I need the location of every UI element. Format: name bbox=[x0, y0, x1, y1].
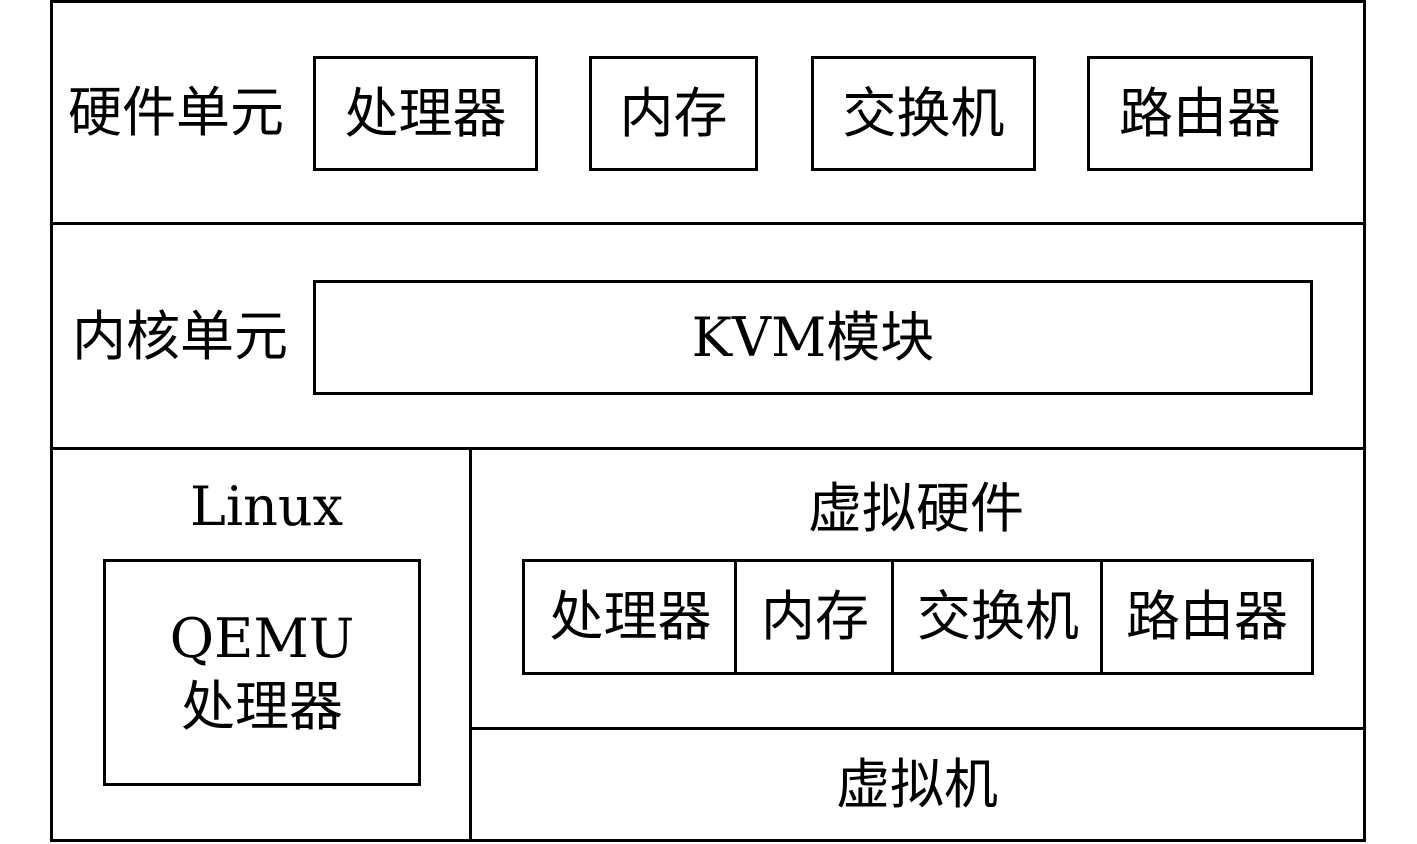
virtual-memory-cell: 内存 bbox=[734, 562, 893, 672]
hardware-switch-label: 交换机 bbox=[842, 81, 1005, 145]
hardware-memory-label: 内存 bbox=[619, 81, 728, 145]
hardware-unit-label: 硬件单元 bbox=[68, 81, 284, 144]
kvm-module-label: KVM模块 bbox=[691, 305, 935, 369]
qemu-processor-box: QEMU 处理器 bbox=[103, 559, 421, 786]
virtual-router-label: 路由器 bbox=[1126, 585, 1288, 648]
divider-kernel-bottom bbox=[50, 447, 1366, 450]
virtual-machine-label: 虚拟机 bbox=[836, 753, 998, 816]
qemu-label: QEMU bbox=[169, 607, 355, 670]
virtual-switch-label: 交换机 bbox=[917, 585, 1079, 648]
hardware-processor-box: 处理器 bbox=[313, 56, 538, 171]
virtual-hardware-label: 虚拟硬件 bbox=[808, 477, 1024, 540]
virtual-switch-cell: 交换机 bbox=[891, 562, 1102, 672]
hardware-router-label: 路由器 bbox=[1119, 81, 1281, 145]
virtual-memory-label: 内存 bbox=[761, 585, 869, 648]
divider-hardware-kernel bbox=[50, 222, 1366, 225]
hardware-memory-box: 内存 bbox=[589, 56, 758, 171]
hardware-router-box: 路由器 bbox=[1087, 56, 1313, 171]
hardware-processor-label: 处理器 bbox=[344, 81, 507, 145]
virtual-router-cell: 路由器 bbox=[1100, 562, 1311, 672]
hardware-switch-box: 交换机 bbox=[811, 56, 1036, 171]
kvm-module-box: KVM模块 bbox=[313, 280, 1313, 395]
kernel-unit-label: 内核单元 bbox=[72, 305, 288, 368]
divider-linux-virtual bbox=[469, 447, 472, 842]
virtual-processor-label: 处理器 bbox=[549, 585, 712, 648]
qemu-processor-label: 处理器 bbox=[181, 674, 343, 738]
virtual-processor-cell: 处理器 bbox=[525, 562, 736, 672]
divider-virtual-hardware-vm bbox=[469, 727, 1366, 730]
virtual-hardware-row: 处理器 内存 交换机 路由器 bbox=[522, 559, 1314, 675]
linux-label: Linux bbox=[190, 475, 344, 538]
